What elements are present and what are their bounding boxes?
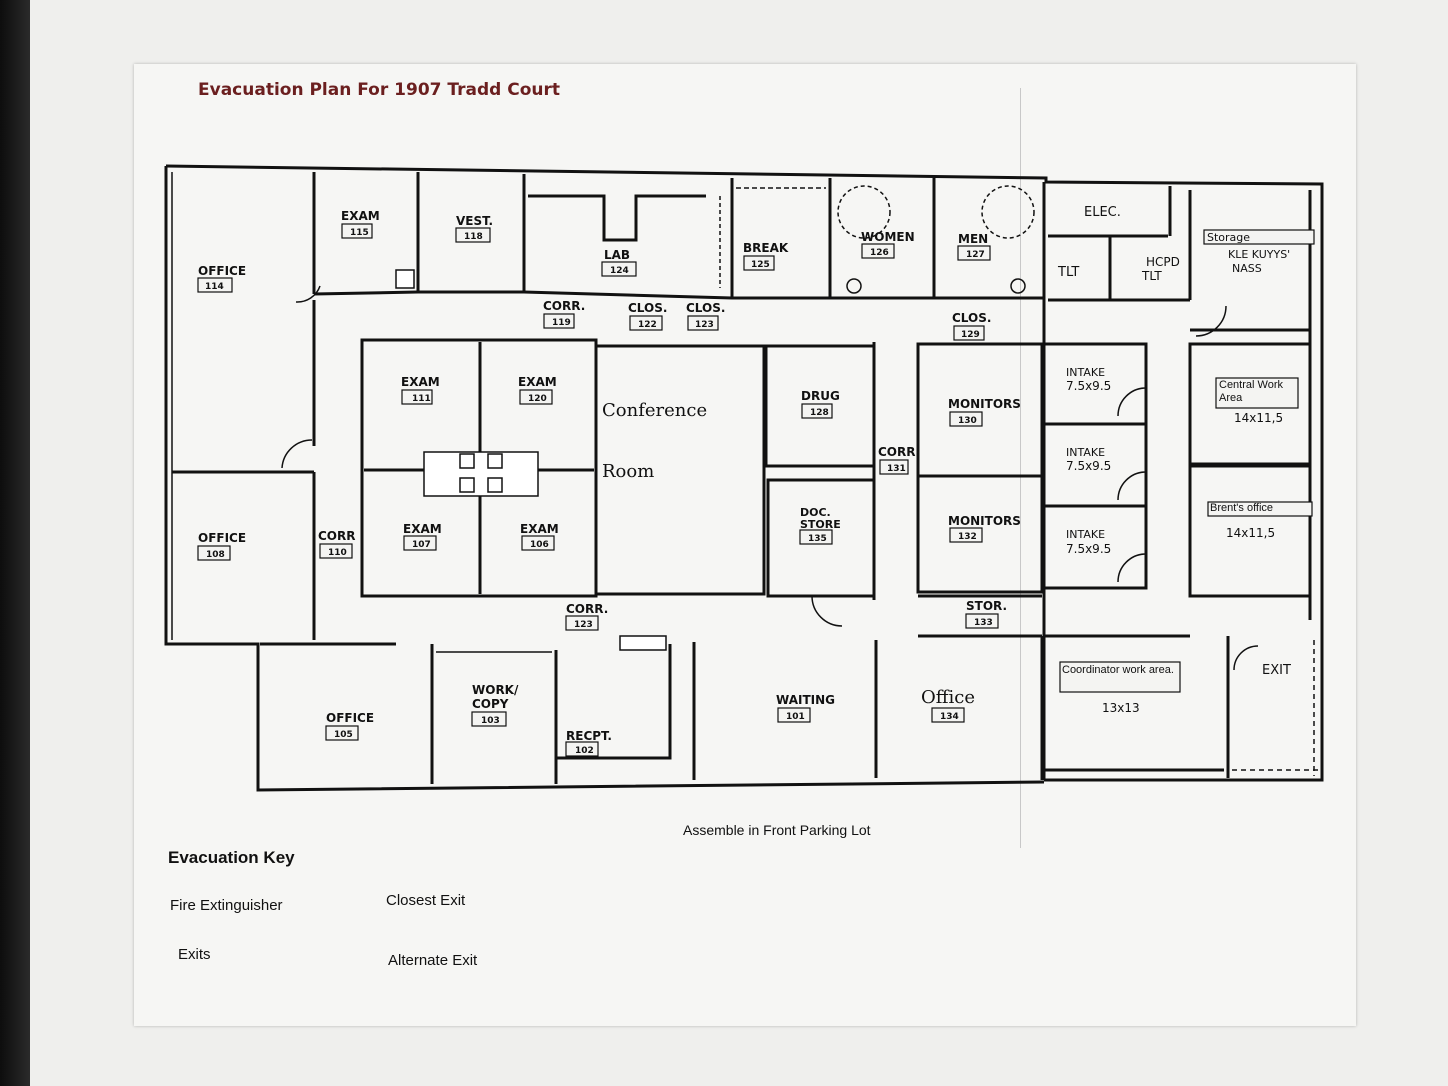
room-office134-num: 134 bbox=[940, 712, 959, 722]
room-corr123-name: CORR. bbox=[566, 602, 608, 616]
room-storage-note1: KLE KUYYS' bbox=[1228, 248, 1290, 261]
room-waiting101-name: WAITING bbox=[776, 693, 835, 707]
room-monitors130-name: MONITORS bbox=[948, 397, 1021, 411]
key-exits: Exits bbox=[178, 946, 211, 963]
room-docstore-num: 135 bbox=[808, 534, 827, 544]
room-hcpd-name2: TLT bbox=[1141, 269, 1162, 283]
room-exam107-name: EXAM bbox=[403, 522, 442, 536]
room-docstore-name2: STORE bbox=[800, 518, 841, 531]
key-fire-extinguisher: Fire Extinguisher bbox=[170, 897, 283, 914]
coordinator-work-area-label: Coordinator work area. bbox=[1062, 664, 1174, 676]
room-number-boxes bbox=[197, 223, 1315, 757]
room-men127-name: MEN bbox=[958, 232, 988, 246]
central-work-area-label: Central Work Area bbox=[1219, 379, 1283, 404]
room-recpt102-name: RECPT. bbox=[566, 729, 612, 743]
room-exam111-name: EXAM bbox=[401, 375, 440, 389]
room-exam120-num: 120 bbox=[528, 394, 547, 404]
intake2-name: INTAKE bbox=[1066, 446, 1105, 459]
room-corr110-num: 110 bbox=[328, 548, 347, 558]
room-stor133-num: 133 bbox=[974, 618, 993, 628]
brents-office-label: Brent's office bbox=[1210, 502, 1274, 514]
key-closest-exit: Closest Exit bbox=[386, 892, 466, 909]
plan-title: Evacuation Plan For 1907 Tradd Court bbox=[198, 80, 560, 100]
walls bbox=[164, 164, 1324, 792]
room-monitors132-num: 132 bbox=[958, 532, 977, 542]
room-exit-name: EXIT bbox=[1262, 663, 1291, 678]
room-tlt-name: TLT bbox=[1057, 265, 1079, 280]
room-elec-name: ELEC. bbox=[1084, 205, 1121, 220]
room-corr131-num: 131 bbox=[887, 464, 906, 474]
room-exam115-name: EXAM bbox=[341, 209, 380, 223]
room-lab124-num: 124 bbox=[610, 266, 629, 276]
room-workcopy-name2: COPY bbox=[472, 697, 509, 711]
evacuation-key-title: Evacuation Key bbox=[168, 848, 295, 867]
exam-fixtures bbox=[395, 269, 667, 651]
room-clos129-num: 129 bbox=[961, 330, 980, 340]
intake3-size: 7.5x9.5 bbox=[1066, 542, 1111, 556]
room-corr131-name: CORR. bbox=[878, 445, 920, 459]
room-break125-num: 125 bbox=[751, 260, 770, 270]
room-exam115-num: 115 bbox=[350, 228, 369, 238]
room-lab124-name: LAB bbox=[604, 248, 630, 262]
coordinator-size: 13x13 bbox=[1102, 701, 1140, 715]
room-workcopy-num: 103 bbox=[481, 716, 500, 726]
room-clos122-name: CLOS. bbox=[628, 301, 667, 315]
room-corr123-num: 123 bbox=[574, 620, 593, 630]
key-alternate-exit: Alternate Exit bbox=[388, 952, 478, 969]
room-exam106-num: 106 bbox=[530, 540, 549, 550]
room-monitors132-name: MONITORS bbox=[948, 514, 1021, 528]
room-drug128-name: DRUG bbox=[801, 389, 840, 403]
room-docstore-name: DOC. bbox=[800, 506, 831, 519]
room-office114-num: 114 bbox=[205, 282, 224, 292]
intake2-size: 7.5x9.5 bbox=[1066, 459, 1111, 473]
room-corr119-num: 119 bbox=[552, 318, 571, 328]
room-vest118-num: 118 bbox=[464, 232, 483, 242]
room-vest118-name: VEST. bbox=[456, 214, 493, 228]
room-exam106-name: EXAM bbox=[520, 522, 559, 536]
room-women126-num: 126 bbox=[870, 248, 889, 258]
room-office105-num: 105 bbox=[334, 730, 353, 740]
room-break125-name: BREAK bbox=[743, 241, 789, 255]
room-corr110-name: CORR bbox=[318, 529, 356, 543]
room-hcpd-name: HCPD bbox=[1146, 255, 1180, 269]
room-workcopy-name: WORK/ bbox=[472, 683, 519, 697]
central-size: 14x11,5 bbox=[1234, 411, 1283, 425]
intake1-name: INTAKE bbox=[1066, 366, 1105, 379]
room-corr119-name: CORR. bbox=[543, 299, 585, 313]
conference-room-name2: Room bbox=[602, 461, 654, 482]
door-swings bbox=[281, 185, 1259, 671]
room-women126-name: WOMEN bbox=[861, 230, 915, 244]
room-drug128-num: 128 bbox=[810, 408, 829, 418]
room-stor133-name: STOR. bbox=[966, 599, 1007, 613]
room-storage-note2: NASS bbox=[1232, 262, 1262, 275]
conference-room-name1: Conference bbox=[602, 400, 707, 421]
room-office108-num: 108 bbox=[206, 550, 225, 560]
room-office114-name: OFFICE bbox=[198, 264, 246, 278]
room-office108-name: OFFICE bbox=[198, 531, 246, 545]
intake3-name: INTAKE bbox=[1066, 528, 1105, 541]
room-recpt102-num: 102 bbox=[575, 746, 594, 756]
brents-size: 14x11,5 bbox=[1226, 526, 1275, 540]
room-monitors130-num: 130 bbox=[958, 416, 977, 426]
room-waiting101-num: 101 bbox=[786, 712, 805, 722]
room-clos122-num: 122 bbox=[638, 320, 657, 330]
room-exam111-num: 111 bbox=[412, 394, 431, 404]
room-exam120-name: EXAM bbox=[518, 375, 557, 389]
room-exam107-num: 107 bbox=[412, 540, 431, 550]
intake1-size: 7.5x9.5 bbox=[1066, 379, 1111, 393]
room-clos129-name: CLOS. bbox=[952, 311, 991, 325]
room-men127-num: 127 bbox=[966, 250, 985, 260]
room-clos123-name: CLOS. bbox=[686, 301, 725, 315]
paper-fold-line bbox=[1020, 88, 1021, 848]
assemble-note: Assemble in Front Parking Lot bbox=[683, 822, 871, 838]
room-clos123-num: 123 bbox=[695, 320, 714, 330]
room-storage-name: Storage bbox=[1207, 231, 1250, 244]
room-office134-name: Office bbox=[921, 687, 975, 708]
room-office105-name: OFFICE bbox=[326, 711, 374, 725]
